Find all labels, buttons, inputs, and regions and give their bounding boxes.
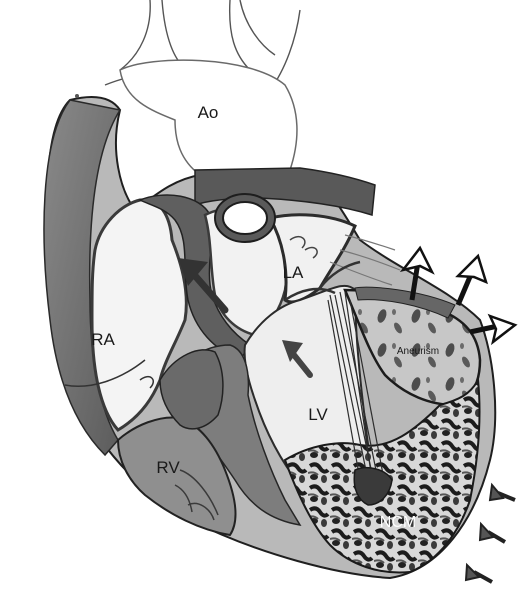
dot-mark [75,94,79,98]
label-ra: RA [91,330,115,349]
label-la: LA [283,263,304,282]
aortic-valve-ring [215,194,275,242]
label-lv: LV [308,405,328,424]
arrow-in-2-icon [480,524,505,542]
arrow-up-2-icon [458,256,486,305]
label-ao: Ao [198,103,219,122]
arrow-in-3-icon [466,565,492,582]
label-ncm: NCM [380,514,416,531]
label-rv: RV [156,458,180,477]
label-aneurism: Aneurism [397,346,439,357]
arrow-in-1-icon [490,485,515,500]
